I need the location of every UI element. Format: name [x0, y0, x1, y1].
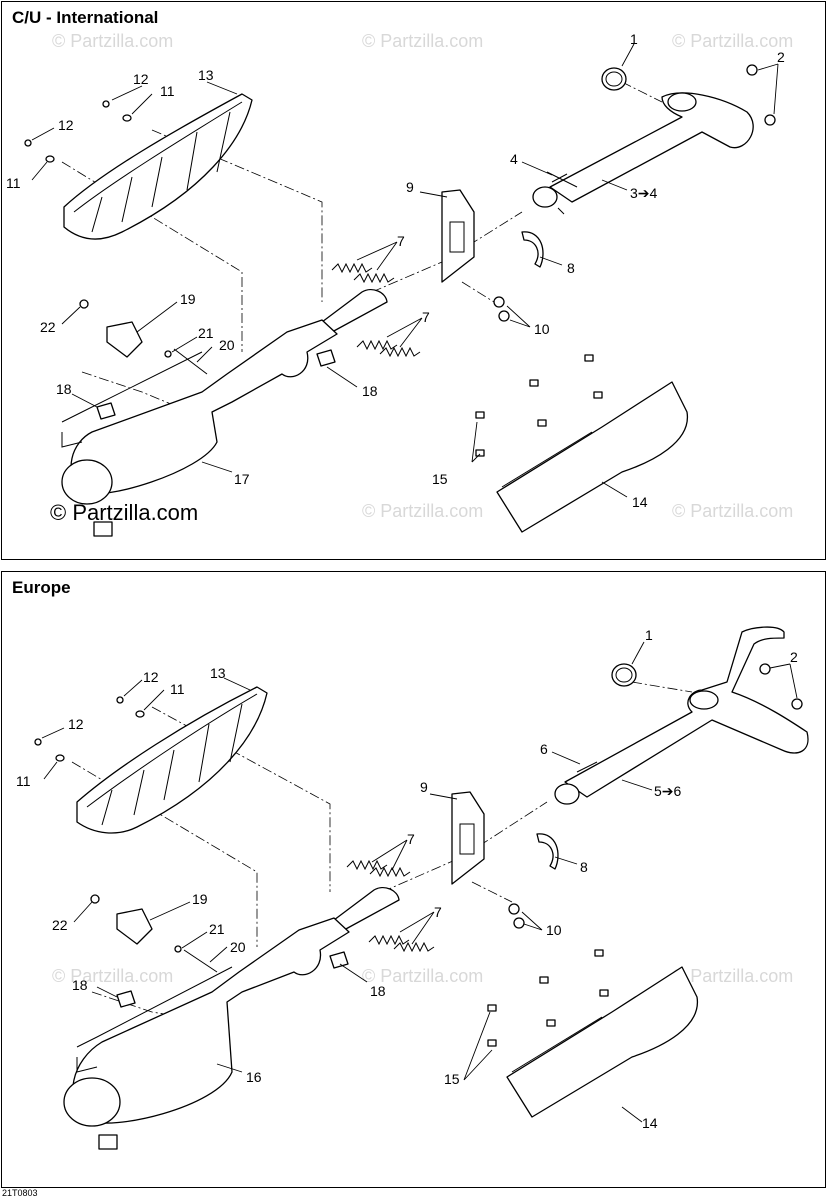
callout-2: 2	[790, 649, 798, 665]
callout-6: 6	[540, 741, 548, 757]
watermark: © Partzilla.com	[362, 501, 483, 521]
exhaust-diagram-europe: © Partzilla.com © Partzilla.com © Partzi…	[16, 626, 809, 1150]
callout-18: 18	[370, 983, 386, 999]
callout-16: 16	[246, 1069, 262, 1085]
callout-11: 11	[170, 681, 185, 697]
callout-19: 19	[192, 891, 208, 907]
callout-7: 7	[397, 233, 405, 249]
drawing-code: 21T0803	[2, 1188, 38, 1198]
callout-11: 11	[160, 83, 175, 99]
watermark: © Partzilla.com	[672, 501, 793, 521]
callout-1: 1	[630, 31, 638, 47]
callout-9: 9	[420, 779, 428, 795]
callout-15: 15	[444, 1071, 460, 1087]
callout-13: 13	[198, 67, 214, 83]
callout-12: 12	[133, 71, 149, 87]
callout-12: 12	[68, 716, 84, 732]
callout-21: 21	[209, 921, 225, 937]
callout-18: 18	[72, 977, 88, 993]
callout-10: 10	[534, 321, 550, 337]
section-title: Europe	[12, 578, 71, 597]
callout-7: 7	[434, 904, 442, 920]
callout-14: 14	[632, 494, 648, 510]
callout-5-6: 5➔6	[654, 783, 682, 799]
callout-11: 11	[16, 773, 31, 789]
watermark: © Partzilla.com	[362, 31, 483, 51]
callout-9: 9	[406, 179, 414, 195]
callout-22: 22	[52, 917, 68, 933]
callout-4: 4	[510, 151, 518, 167]
watermark: © Partzilla.com	[672, 31, 793, 51]
callout-18: 18	[56, 381, 72, 397]
callout-3-4: 3➔4	[630, 185, 658, 201]
callout-13: 13	[210, 665, 226, 681]
diagram-panel-europe: Europe © Partzilla.com © Partzilla.com ©…	[1, 571, 826, 1188]
callout-15: 15	[432, 471, 448, 487]
callout-10: 10	[546, 922, 562, 938]
exhaust-diagram-cu-international: © Partzilla.com © Partzilla.com © Partzi…	[6, 31, 793, 537]
callout-18: 18	[362, 383, 378, 399]
callout-20: 20	[219, 337, 235, 353]
callout-14: 14	[642, 1115, 658, 1131]
callout-12: 12	[58, 117, 74, 133]
callout-2: 2	[777, 49, 785, 65]
callout-17: 17	[234, 471, 250, 487]
callout-7: 7	[422, 309, 430, 325]
callout-22: 22	[40, 319, 56, 335]
section-title: C/U - International	[12, 8, 159, 27]
callout-12: 12	[143, 669, 159, 685]
callout-1: 1	[645, 627, 653, 643]
watermark: © Partzilla.com	[672, 966, 793, 986]
callout-21: 21	[198, 325, 214, 341]
callout-8: 8	[567, 260, 575, 276]
callout-8: 8	[580, 859, 588, 875]
copyright-notice: © Partzilla.com	[50, 500, 198, 525]
watermark: © Partzilla.com	[52, 966, 173, 986]
callout-11: 11	[6, 175, 21, 191]
watermark: © Partzilla.com	[362, 966, 483, 986]
callout-19: 19	[180, 291, 196, 307]
diagram-panel-cu-international: C/U - International © Partzilla.com © Pa…	[1, 1, 826, 560]
callout-20: 20	[230, 939, 246, 955]
watermark: © Partzilla.com	[52, 31, 173, 51]
callout-7: 7	[407, 831, 415, 847]
